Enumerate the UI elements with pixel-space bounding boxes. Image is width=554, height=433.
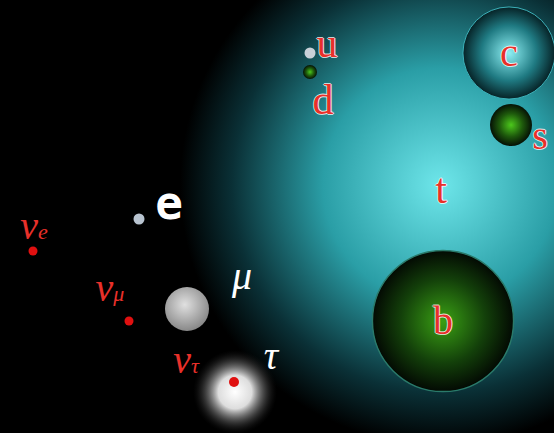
quark-name: s [532, 116, 548, 156]
neutrino-name: νe [20, 206, 48, 246]
quark-name: b [433, 301, 453, 341]
particle-sphere: b [371, 249, 515, 393]
lepton-name: e [155, 180, 183, 226]
quark-name: t [435, 168, 447, 210]
quark-name: d [313, 79, 334, 121]
neutrino-name: νμ [96, 268, 125, 308]
lepton-name: τ [264, 336, 278, 376]
lepton-name: μ [232, 256, 252, 296]
particle-sphere: c [462, 6, 554, 100]
neutrino-name: ντ [173, 340, 199, 380]
quark-name: u [317, 22, 338, 64]
quark-name: c [500, 33, 518, 73]
